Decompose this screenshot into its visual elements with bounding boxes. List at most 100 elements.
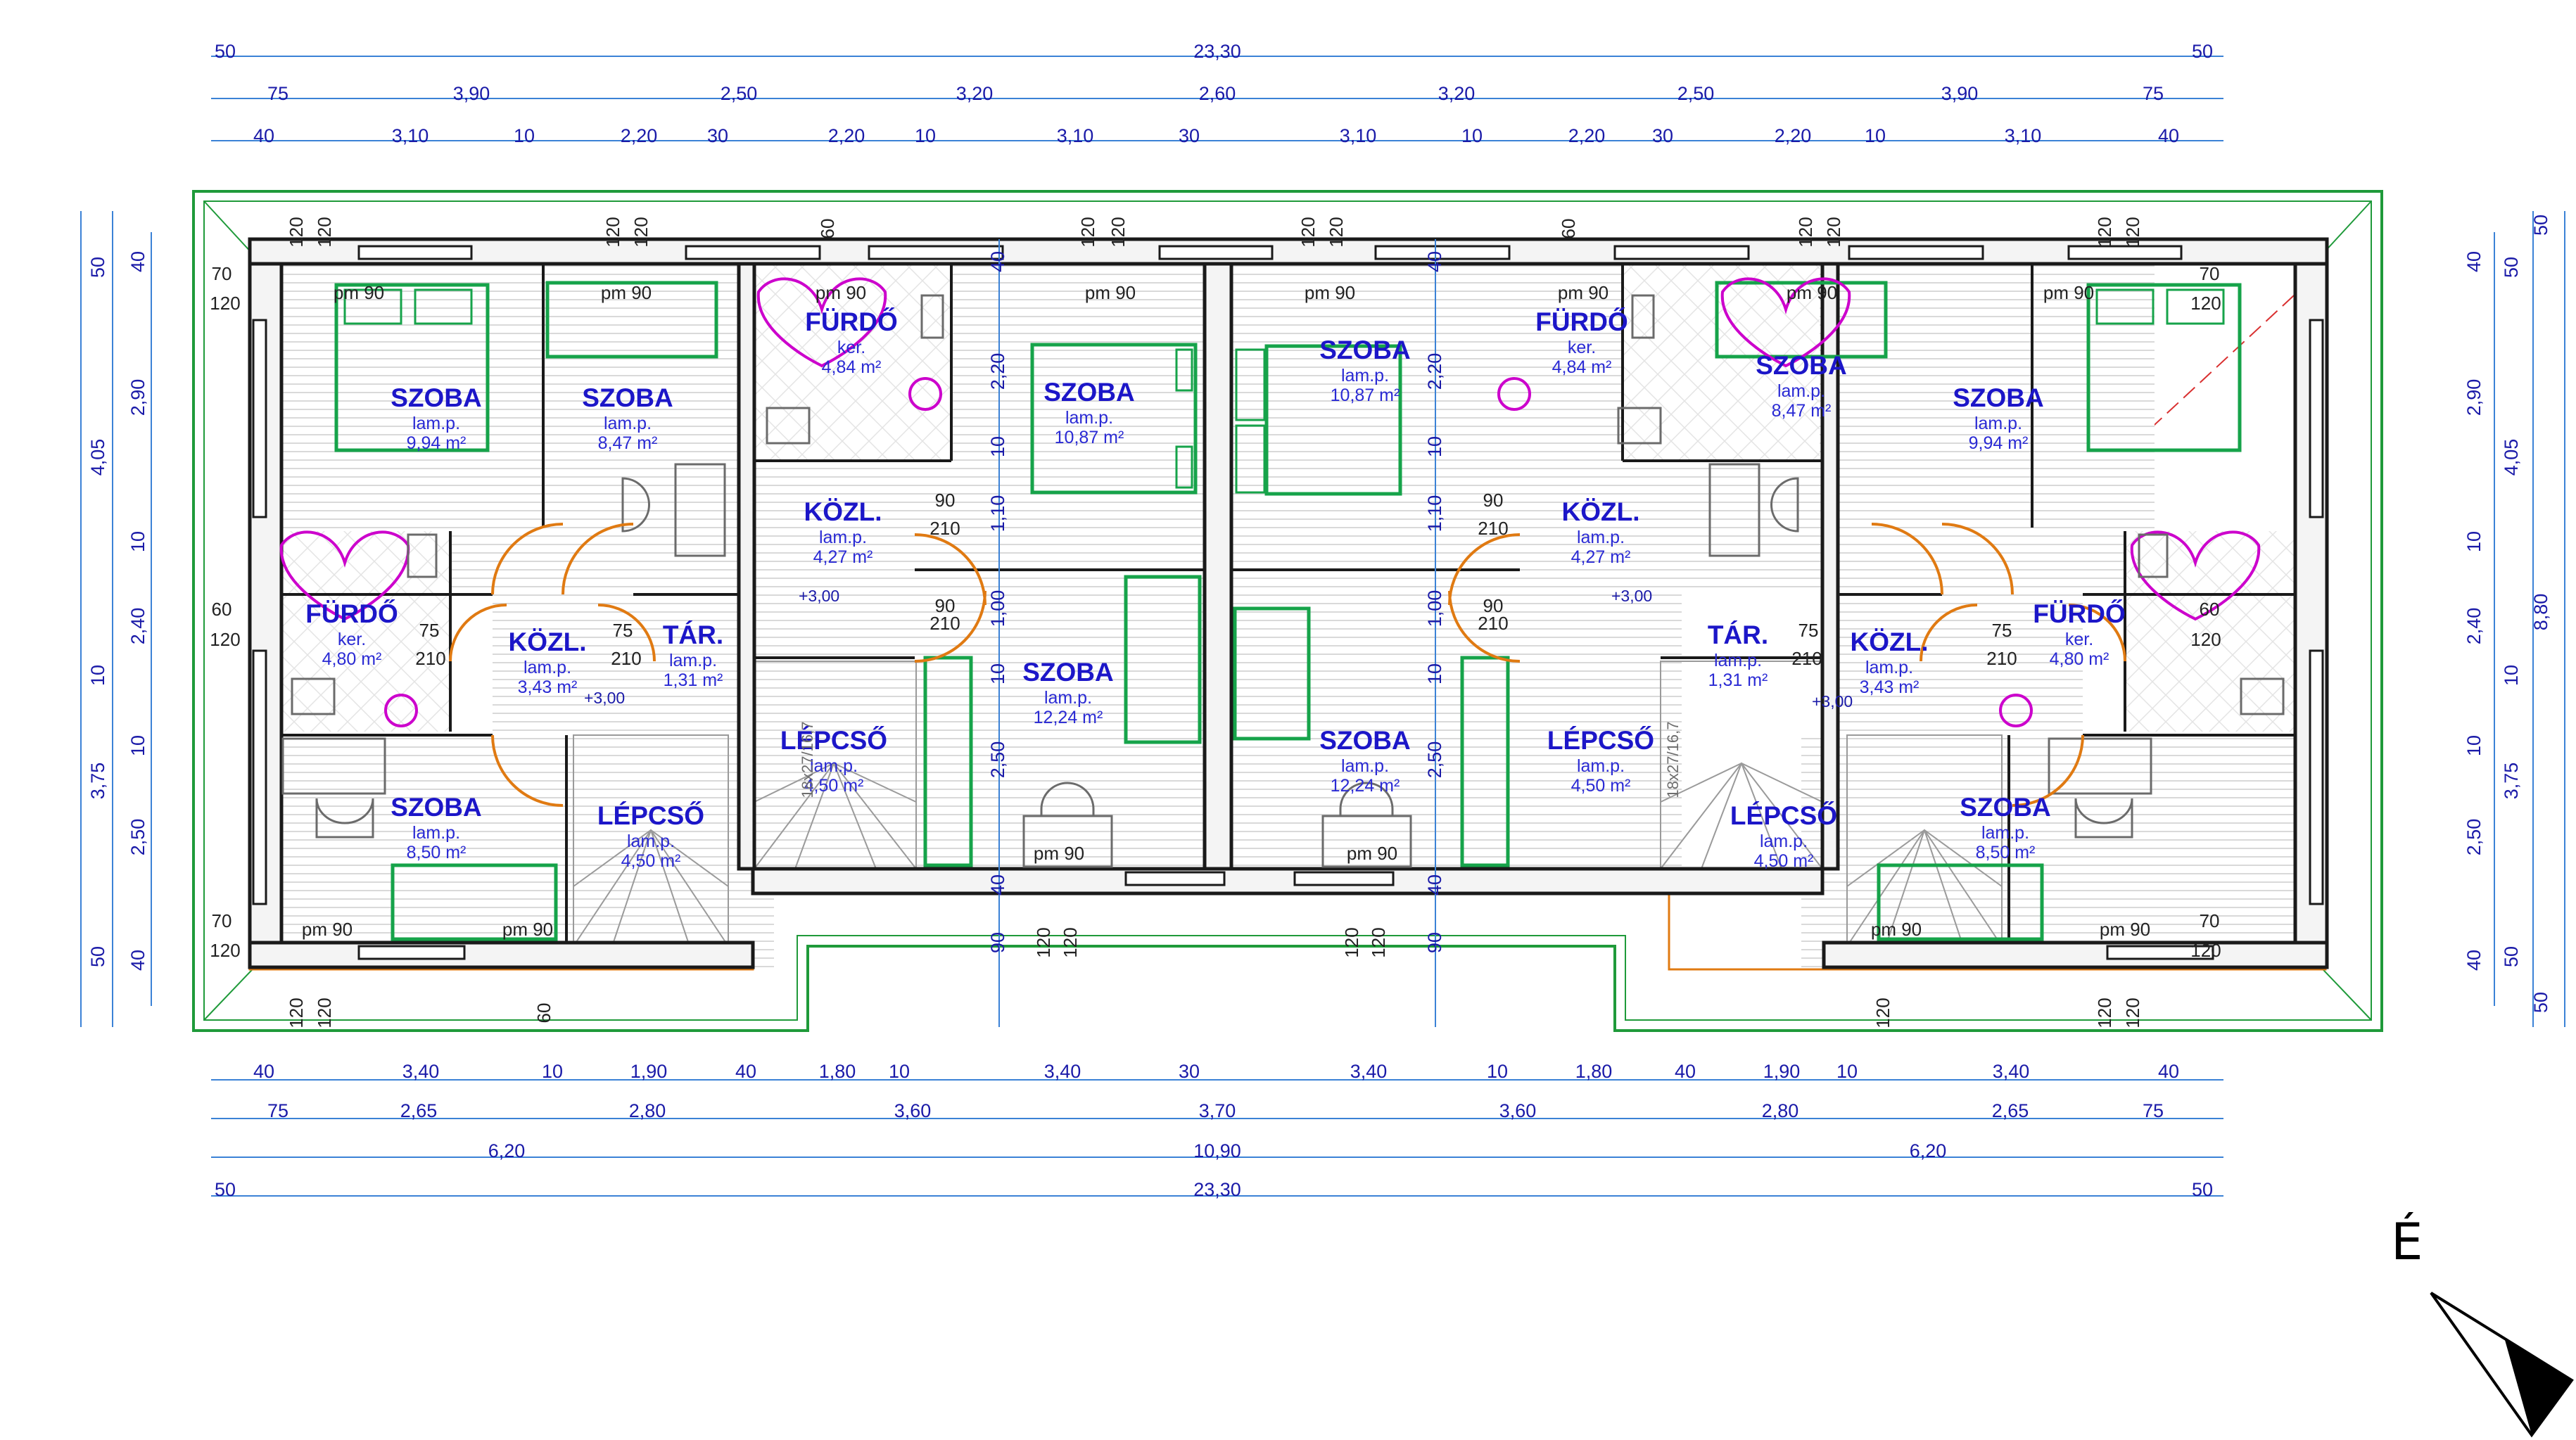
dim-top-row2: 3,90 [1941, 83, 1979, 104]
dim-side-outer-right: 50 [2530, 215, 2551, 236]
dim-top-total: 50 [215, 41, 236, 62]
dim-top-row3: 30 [707, 125, 728, 146]
room-name: KÖZL. [1562, 497, 1640, 526]
level-label: +3,00 [1812, 692, 1853, 711]
room-name: SZOBA [582, 383, 673, 412]
dim-bottom-row2: 2,80 [1762, 1100, 1799, 1121]
dim-center-left: 1,00 [987, 590, 1008, 627]
dim-center-right: 40 [1424, 251, 1445, 272]
room-floor: lam.p. [1577, 756, 1625, 776]
room-name: SZOBA [1953, 383, 2044, 412]
window-height-label: 120 [1341, 927, 1362, 957]
room-floor: lam.p. [1777, 381, 1825, 401]
room-area: 4,50 m² [1571, 776, 1631, 796]
parapet-label: pm 90 [816, 282, 866, 303]
dim-bottom-row3: 10,90 [1193, 1140, 1241, 1161]
dim-side-outer-right: 50 [2530, 992, 2551, 1013]
room-name: LÉPCSŐ [780, 725, 887, 755]
dim-center-right: 10 [1424, 663, 1445, 684]
dim-top-row3: 2,20 [1775, 125, 1812, 146]
window-height-label: 120 [1872, 998, 1893, 1028]
dim-side-inner-left: 2,90 [127, 379, 148, 416]
parapet-label: pm 90 [1034, 843, 1084, 864]
dim-bottom-row2: 2,80 [629, 1100, 666, 1121]
door-size-label: 90 [935, 595, 956, 616]
room-floor: lam.p. [627, 831, 675, 851]
room-area: 12,24 m² [1331, 776, 1400, 796]
north-arrow: É [2391, 1212, 2574, 1438]
stair-spec-label: 18x27/16,7 [1664, 722, 1682, 798]
window-height-label: 120 [1060, 927, 1081, 957]
dim-center-left: 1,10 [987, 495, 1008, 533]
dim-bottom-row2: 2,65 [400, 1100, 438, 1121]
door-size-label: 210 [929, 613, 960, 634]
wall-side-label: 120 [210, 629, 240, 650]
dim-top-row3: 2,20 [1568, 125, 1606, 146]
window-height-label: 120 [1368, 927, 1389, 957]
dim-bottom-row1: 10 [889, 1061, 910, 1082]
dim-top-row3: 2,20 [828, 125, 865, 146]
dim-top-row3: 3,10 [1057, 125, 1094, 146]
dim-bottom-row2: 3,60 [1499, 1100, 1537, 1121]
door-size-label: 75 [1992, 620, 2012, 641]
room-area: 4,80 m² [2050, 649, 2109, 669]
dim-center-right: 1,10 [1424, 495, 1445, 533]
window-height-label: 120 [630, 217, 652, 247]
parapet-label: pm 90 [1305, 282, 1355, 303]
stair-spec-label: 18x27/16,7 [799, 722, 816, 798]
room-name: SZOBA [1319, 336, 1411, 364]
room-area: 3,43 m² [518, 677, 578, 697]
room-floor: lam.p. [1865, 658, 1913, 677]
dim-bottom-row2: 75 [2143, 1100, 2164, 1121]
dim-side-mid-left: 3,75 [87, 763, 108, 800]
door-size-label: 90 [935, 490, 956, 511]
room-floor: ker. [837, 338, 865, 357]
dim-bottom-row1: 3,40 [402, 1061, 440, 1082]
dim-side-mid-right: 50 [2501, 257, 2522, 278]
room-floor: ker. [1568, 338, 1596, 357]
dim-top-row3: 10 [1461, 125, 1483, 146]
door-size-label: 210 [611, 648, 641, 669]
dim-center-right: 90 [1424, 932, 1445, 953]
parapet-label: pm 90 [2100, 919, 2150, 940]
dim-top-row3: 3,10 [1340, 125, 1377, 146]
dim-bottom-row1: 3,40 [1993, 1061, 2030, 1082]
dim-side-inner-right: 2,90 [2463, 379, 2485, 416]
wall-side-label: 120 [2190, 293, 2221, 314]
dim-side-inner-right: 40 [2463, 251, 2485, 272]
dim-bottom-row2: 75 [267, 1100, 288, 1121]
dim-side-inner-right: 2,50 [2463, 819, 2485, 856]
room-area: 8,47 m² [598, 433, 658, 453]
dim-bottom-row1: 40 [2158, 1061, 2179, 1082]
door-size-label: 75 [419, 620, 440, 641]
dim-top-row2: 75 [267, 83, 288, 104]
wall-side-label: 70 [212, 910, 232, 931]
window-height-label: 120 [602, 217, 623, 247]
level-label: +3,00 [584, 689, 625, 707]
dim-center-left: 2,20 [987, 353, 1008, 390]
dim-bottom-row1: 3,40 [1350, 1061, 1388, 1082]
room-area: 9,94 m² [407, 433, 467, 453]
dim-side-mid-left: 50 [87, 257, 108, 278]
dim-top-total: 23,30 [1193, 41, 1241, 62]
dim-side-mid-left: 10 [87, 665, 108, 686]
dim-center-left: 10 [987, 436, 1008, 457]
room-floor: lam.p. [1065, 408, 1113, 428]
room-area: 4,27 m² [1571, 547, 1631, 567]
window-height-label: 120 [2122, 998, 2143, 1028]
room-area: 4,84 m² [822, 357, 882, 377]
room-name: LÉPCSŐ [1730, 801, 1837, 830]
door-size-label: 210 [1478, 613, 1508, 634]
window-height-label: 120 [314, 217, 335, 247]
dim-center-right: 2,20 [1424, 353, 1445, 390]
room-name: FÜRDŐ [805, 307, 898, 336]
room-area: 10,87 m² [1331, 386, 1400, 405]
dim-side-inner-left: 40 [127, 950, 148, 971]
wall-side-label: 120 [210, 293, 240, 314]
dim-center-right: 1,00 [1424, 590, 1445, 627]
room-name: LÉPCSŐ [1547, 725, 1654, 755]
room-area: 4,50 m² [621, 851, 681, 871]
door-size-label: 90 [1483, 595, 1504, 616]
room-area: 10,87 m² [1055, 428, 1124, 447]
dimension-lines [80, 56, 2565, 1197]
